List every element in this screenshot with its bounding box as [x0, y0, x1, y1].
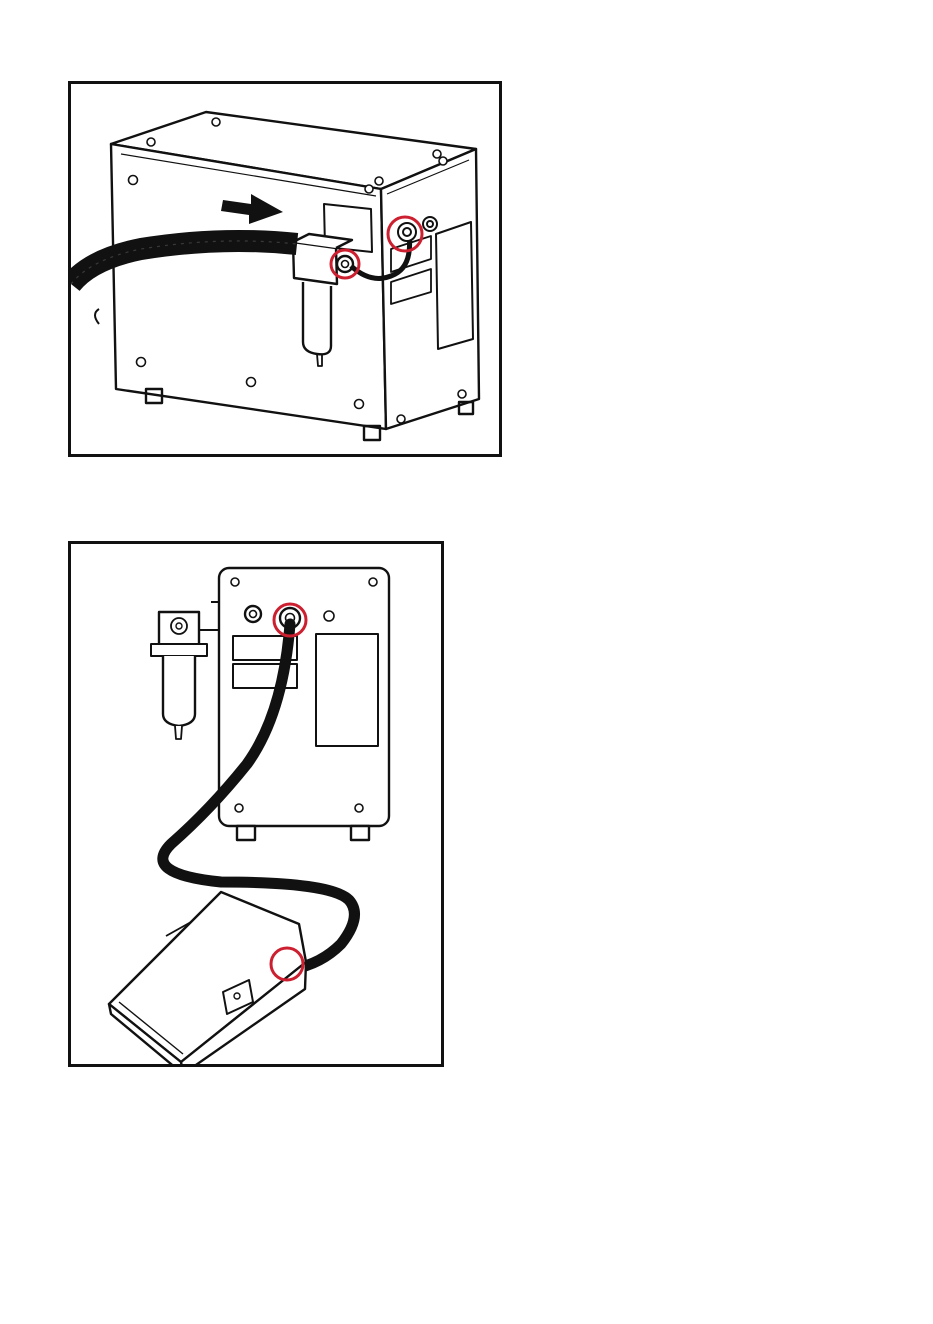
screw	[147, 138, 155, 146]
screw	[369, 578, 377, 586]
screw	[439, 157, 447, 165]
screw	[433, 150, 441, 158]
filter-bowl	[303, 282, 331, 354]
screw	[231, 578, 239, 586]
filter-bowl	[163, 656, 195, 726]
screw	[365, 185, 373, 193]
screw	[458, 390, 466, 398]
screw	[129, 176, 138, 185]
figure-foot-pedal-connection	[68, 541, 444, 1067]
screw	[355, 804, 363, 812]
figure-air-hose-connection	[68, 81, 502, 457]
screw	[247, 378, 256, 387]
unit-foot	[351, 826, 369, 840]
back-label-plate	[316, 634, 378, 746]
foot-pedal-illustration	[71, 544, 441, 1064]
screw	[137, 358, 146, 367]
air-hose-illustration	[71, 84, 499, 454]
screw	[375, 177, 383, 185]
screw	[235, 804, 243, 812]
screw	[212, 118, 220, 126]
unit-foot	[237, 826, 255, 840]
screw	[397, 415, 405, 423]
screw	[355, 400, 364, 409]
